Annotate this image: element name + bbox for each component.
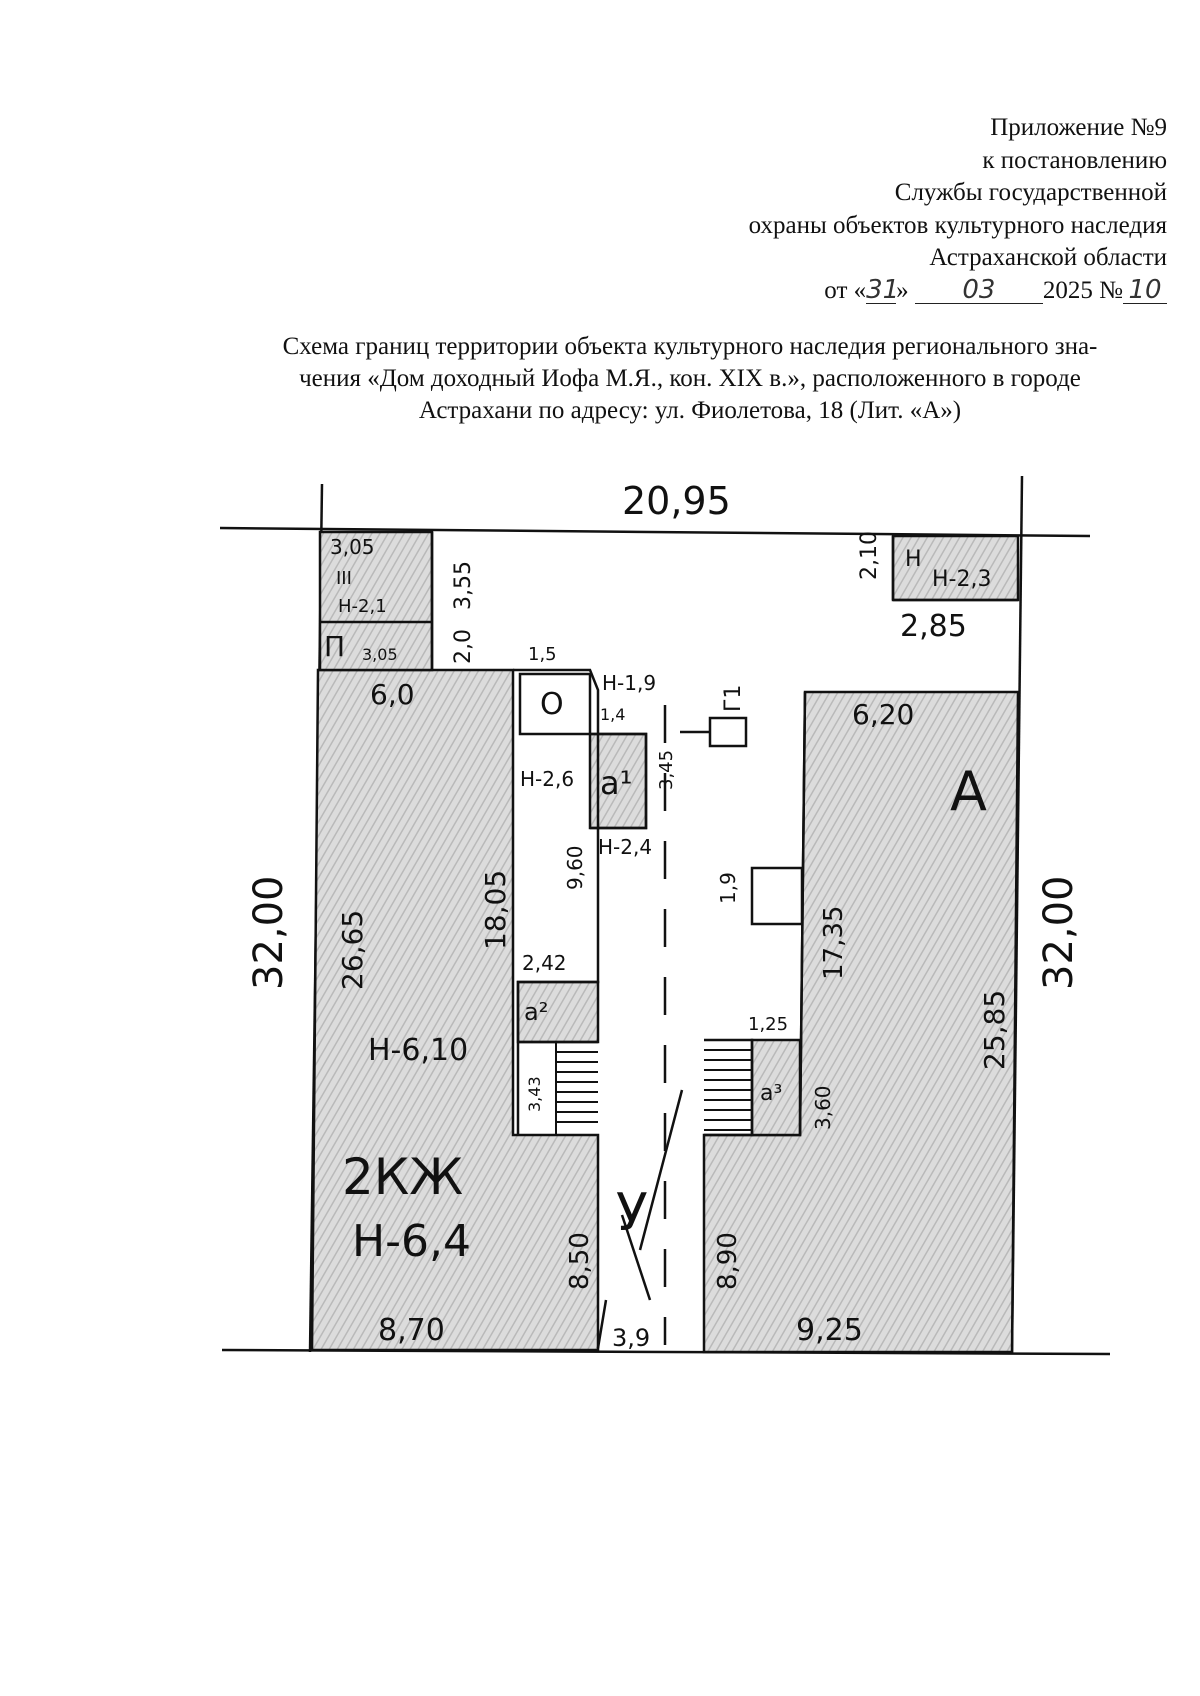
dim-left-shed-height: 3,55 bbox=[451, 561, 476, 610]
date-year-no: 2025 № bbox=[1042, 276, 1123, 304]
label-main-building: А bbox=[950, 760, 987, 823]
gate-leaf-1 bbox=[638, 1089, 684, 1251]
dim-left-block-height: 26,65 bbox=[336, 910, 369, 990]
dim-right-block-bottom: 9,25 bbox=[796, 1313, 863, 1348]
passage-left-edge bbox=[596, 1299, 608, 1349]
label-annex-a1: а¹ bbox=[600, 764, 632, 802]
hatched-areas bbox=[310, 530, 1020, 1354]
dim-left-block-bottom: 8,70 bbox=[378, 1313, 445, 1348]
small-box-right bbox=[750, 866, 804, 926]
dim-right-wall-lower: 8,90 bbox=[713, 1232, 743, 1290]
dim-p-width: 3,05 bbox=[362, 645, 398, 664]
dim-right-block-height: 25,85 bbox=[978, 990, 1011, 1070]
label-residential-block: 2КЖ bbox=[342, 1148, 463, 1206]
dim-annex-a1-height: 9,60 bbox=[563, 845, 587, 890]
dim-small-o-depth: 1,4 bbox=[600, 705, 625, 724]
label-h-annex-2: Н-2,4 bbox=[598, 835, 652, 859]
left-shed-hatch bbox=[318, 530, 434, 672]
dim-left-block-top: 6,0 bbox=[370, 678, 415, 711]
label-annex-a2: а² bbox=[524, 998, 548, 1026]
inner-walls bbox=[320, 532, 1018, 1137]
dim-shed-width: 2,85 bbox=[900, 609, 967, 644]
dim-right-stair-width: 1,25 bbox=[748, 1014, 788, 1035]
dim-left-height: 32,00 bbox=[246, 875, 292, 990]
dim-shed-depth: 2,10 bbox=[857, 531, 882, 580]
title-line-2: чения «Дом доходный Иофа М.Я., кон. XIX … bbox=[299, 365, 1081, 392]
dim-left-shed-top: 3,05 bbox=[330, 535, 375, 559]
label-h-left-block: Н-6,10 bbox=[368, 1033, 468, 1068]
dim-top-width: 20,95 bbox=[622, 479, 731, 523]
date-day: 31 bbox=[866, 274, 900, 305]
label-h-o: Н-1,9 bbox=[602, 671, 656, 695]
annex-a1-outline bbox=[590, 732, 648, 830]
label-hydrant: Г1 bbox=[721, 685, 746, 712]
appendix-line-4: охраны объектов культурного наследия bbox=[748, 211, 1167, 239]
dim-small-o-width: 1,5 bbox=[528, 644, 557, 665]
passage bbox=[596, 705, 684, 1349]
dim-right-stair-height: 3,60 bbox=[811, 1085, 835, 1130]
label-letter-o: О bbox=[540, 687, 564, 722]
dim-passage-bottom: 3,9 bbox=[612, 1324, 650, 1352]
appendix-line-2: к постановлению bbox=[982, 146, 1167, 174]
label-h-main: Н-6,4 bbox=[352, 1216, 471, 1267]
gate-leaf-2 bbox=[620, 1214, 652, 1301]
label-h-left-shed: Н-2,1 bbox=[338, 596, 387, 617]
plan-labels: 20,95 32,00 32,00 26,65 6,0 8,70 6,20 25… bbox=[246, 479, 1082, 1352]
label-letter-iii: III bbox=[336, 568, 352, 589]
dim-left-courtyard-wall: 18,05 bbox=[479, 870, 512, 950]
north-boundary-line bbox=[219, 526, 1091, 538]
left-stairs bbox=[555, 1041, 598, 1135]
appendix-line-3: Службы государственной bbox=[894, 179, 1167, 206]
dim-courtyard-gap: 3,45 bbox=[656, 750, 677, 790]
label-h-shed-letter: Н bbox=[905, 547, 922, 572]
dim-right-block-top: 6,20 bbox=[852, 698, 914, 731]
right-stairs bbox=[704, 1039, 752, 1131]
title-line-3: Астрахани по адресу: ул. Фиолетова, 18 (… bbox=[418, 397, 962, 424]
appendix-line-5: Астраханской области bbox=[929, 244, 1167, 271]
dim-p-height: 2,0 bbox=[451, 629, 476, 664]
appendix-block: Приложение №9 к постановлению Службы гос… bbox=[749, 112, 1167, 307]
label-annex-a3: а³ bbox=[760, 1081, 782, 1106]
appendix-line-1: Приложение №9 bbox=[990, 114, 1167, 141]
scheme-title: Схема границ территории объекта культурн… bbox=[210, 331, 1170, 427]
date-number: 10 bbox=[1123, 277, 1167, 304]
dim-left-wall-lower: 8,50 bbox=[565, 1232, 595, 1290]
small-room-o bbox=[518, 672, 592, 736]
label-h-annex: Н-2,6 bbox=[520, 767, 574, 791]
label-h-shed: Н-2,3 bbox=[932, 567, 991, 592]
dim-left-stair-height: 3,43 bbox=[525, 1076, 544, 1112]
label-letter-p: П bbox=[324, 630, 345, 663]
dim-small-box-width: 1,9 bbox=[716, 872, 740, 904]
date-prefix: от « bbox=[824, 276, 867, 304]
dim-annex-a1-width: 2,42 bbox=[522, 951, 567, 975]
date-month: 03 bbox=[914, 277, 1043, 304]
left-courtyard-wall bbox=[513, 668, 600, 1135]
dim-right-height: 32,00 bbox=[1036, 875, 1082, 990]
label-gate: У bbox=[616, 1183, 648, 1243]
hydrant-box bbox=[708, 716, 748, 748]
date-mid: » bbox=[896, 276, 909, 304]
dim-right-courtyard-wall: 17,35 bbox=[819, 906, 849, 980]
title-line-1: Схема границ территории объекта культурн… bbox=[282, 333, 1098, 360]
annex-a2-hatch bbox=[516, 980, 600, 1044]
right-shed-hatch bbox=[891, 534, 1020, 602]
